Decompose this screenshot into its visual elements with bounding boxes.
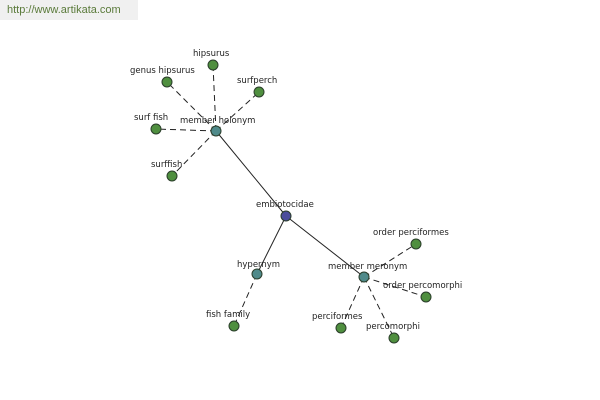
leaf-node-genus-hipsurus[interactable] (161, 76, 173, 88)
leaf-node-perciformes[interactable] (335, 322, 347, 334)
leaf-label-surf-fish[interactable]: surf fish (134, 113, 168, 123)
edge-holonym-surffish (171, 130, 217, 177)
edge-root-hypernym (256, 215, 287, 275)
leaf-node-fish-family[interactable] (228, 320, 240, 332)
edge-meronym-order-percomorphi (363, 276, 427, 298)
edge-meronym-percomorphi (363, 276, 395, 339)
leaf-label-perciformes[interactable]: perciformes (312, 312, 363, 322)
edge-holonym-genus-hipsurus (166, 81, 217, 132)
leaf-node-surffish[interactable] (166, 170, 178, 182)
relation-node-member-holonym[interactable] (210, 125, 222, 137)
leaf-node-percomorphi[interactable] (388, 332, 400, 344)
leaf-label-genus-hipsurus[interactable]: genus hipsurus (130, 66, 195, 76)
relation-label-member-meronym[interactable]: member meronym (328, 262, 407, 272)
leaf-label-order-perciformes[interactable]: order perciformes (373, 228, 449, 238)
edge-root-meronym (285, 215, 365, 278)
relation-label-hypernym[interactable]: hypernym (237, 260, 280, 270)
relation-node-member-meronym[interactable] (358, 271, 370, 283)
leaf-label-hipsurus[interactable]: hipsurus (193, 49, 230, 59)
leaf-label-percomorphi[interactable]: percomorphi (366, 322, 420, 332)
edge-holonym-surf-fish (155, 128, 217, 132)
relation-label-member-holonym[interactable]: member holonym (180, 116, 255, 126)
leaf-node-surfperch[interactable] (253, 86, 265, 98)
root-node-embiotocidae[interactable] (280, 210, 292, 222)
edge-meronym-order-perciformes (363, 243, 417, 278)
leaf-label-order-percomorphi[interactable]: order percomorphi (383, 281, 462, 291)
leaf-label-fish-family[interactable]: fish family (206, 310, 250, 320)
leaf-node-order-percomorphi[interactable] (420, 291, 432, 303)
edge-holonym-hipsurus (212, 64, 217, 132)
leaf-node-hipsurus[interactable] (207, 59, 219, 71)
relation-node-hypernym[interactable] (251, 268, 263, 280)
leaf-label-surfperch[interactable]: surfperch (237, 76, 277, 86)
leaf-node-order-perciformes[interactable] (410, 238, 422, 250)
leaf-node-surf-fish[interactable] (150, 123, 162, 135)
edge-root-holonym (215, 130, 287, 217)
source-link[interactable]: http://www.artikata.com (0, 0, 138, 20)
root-label-embiotocidae[interactable]: embiotocidae (256, 200, 314, 210)
leaf-label-surffish[interactable]: surffish (151, 160, 182, 170)
